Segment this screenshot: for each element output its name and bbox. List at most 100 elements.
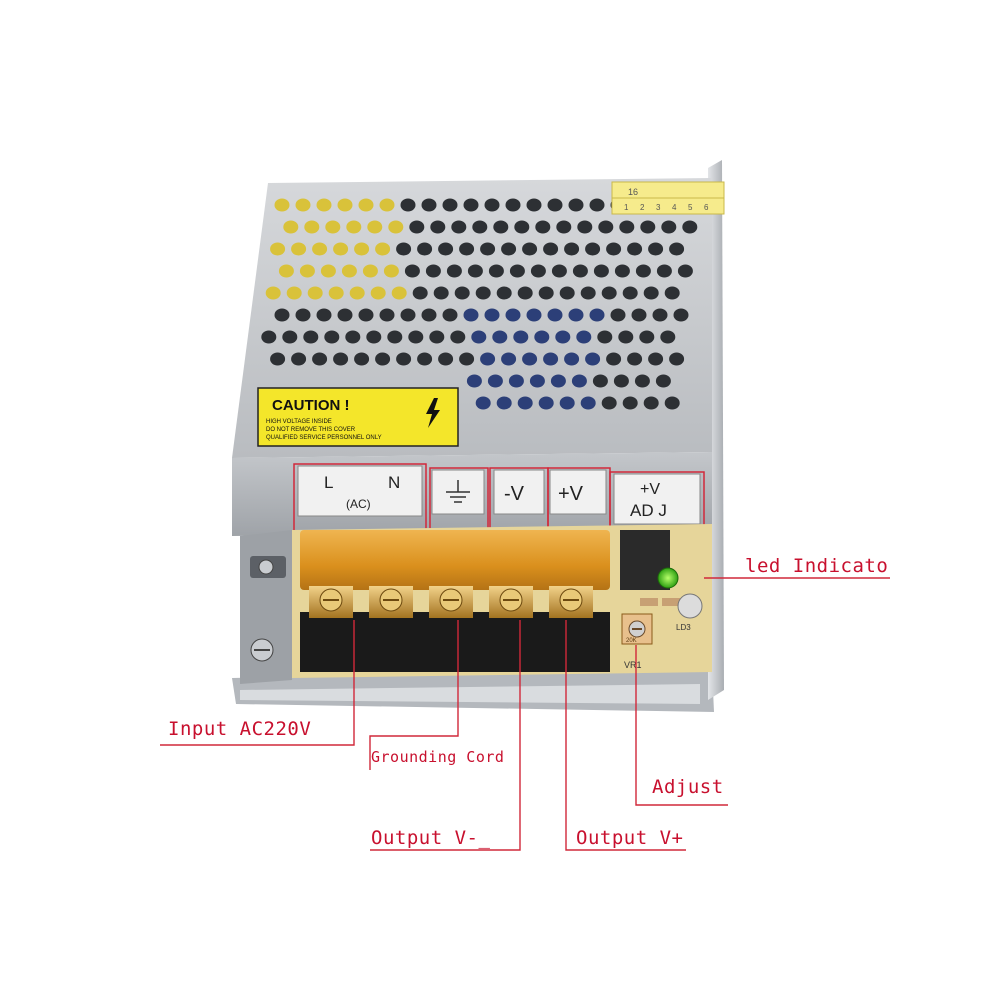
vent-hole <box>501 352 517 366</box>
vent-holes <box>261 198 698 410</box>
vent-hole <box>291 242 307 256</box>
vent-hole <box>261 330 277 344</box>
vent-hole <box>509 264 525 278</box>
vent-hole <box>337 308 353 322</box>
vent-hole <box>664 286 680 300</box>
vent-hole <box>643 396 659 410</box>
vent-hole <box>517 396 533 410</box>
vent-hole <box>472 220 488 234</box>
vent-hole <box>530 264 546 278</box>
vent-hole <box>379 308 395 322</box>
vent-hole <box>529 374 545 388</box>
vent-hole <box>346 220 362 234</box>
vent-hole <box>613 374 629 388</box>
vent-hole <box>480 242 496 256</box>
vent-hole <box>412 286 428 300</box>
vent-hole <box>316 308 332 322</box>
vent-hole <box>408 330 424 344</box>
sticker-top-text: 16 <box>628 187 638 197</box>
vent-hole <box>484 308 500 322</box>
vent-hole <box>547 198 563 212</box>
vent-hole <box>576 330 592 344</box>
vent-hole <box>433 286 449 300</box>
vent-hole <box>383 264 399 278</box>
vent-hole <box>304 220 320 234</box>
vent-hole <box>522 242 538 256</box>
label-ac: (AC) <box>346 497 371 511</box>
base-plate <box>232 668 714 712</box>
vent-hole <box>467 264 483 278</box>
vent-hole <box>400 198 416 212</box>
vent-hole <box>396 242 412 256</box>
vent-hole <box>652 308 668 322</box>
vent-hole <box>585 352 601 366</box>
vent-hole <box>417 352 433 366</box>
vent-hole <box>463 308 479 322</box>
vent-hole <box>640 220 656 234</box>
sticker-number: 1 <box>624 203 629 212</box>
vent-hole <box>354 352 370 366</box>
vent-hole <box>580 396 596 410</box>
vent-hole <box>345 330 361 344</box>
vent-hole <box>487 374 503 388</box>
vent-hole <box>564 242 580 256</box>
vent-hole <box>550 374 566 388</box>
vent-hole <box>475 396 491 410</box>
vent-hole <box>387 330 403 344</box>
vent-hole <box>677 264 693 278</box>
vent-hole <box>571 374 587 388</box>
callout-input-ac220v: Input AC220V <box>168 718 312 740</box>
vent-hole <box>291 352 307 366</box>
vent-hole <box>627 242 643 256</box>
vent-hole <box>442 198 458 212</box>
vent-hole <box>438 352 454 366</box>
vent-hole <box>362 264 378 278</box>
pcb-components: 20K VR1 LD3 <box>620 530 703 670</box>
vent-hole <box>451 220 467 234</box>
label-adj-bottom: AD J <box>630 501 667 520</box>
vent-hole <box>349 286 365 300</box>
vent-hole <box>551 264 567 278</box>
vent-hole <box>585 242 601 256</box>
vent-hole <box>354 242 370 256</box>
caution-label: CAUTION ! HIGH VOLTAGE INSIDE DO NOT REM… <box>257 387 459 447</box>
vent-hole <box>358 308 374 322</box>
vent-hole <box>421 198 437 212</box>
vent-hole <box>283 220 299 234</box>
vent-hole <box>631 308 647 322</box>
ground-icon <box>446 480 470 503</box>
vent-hole <box>634 374 650 388</box>
callout-output-v-minus: Output V-_ <box>371 827 491 849</box>
vent-hole <box>593 264 609 278</box>
vent-hole <box>639 330 655 344</box>
vent-hole <box>366 330 382 344</box>
label-l: L <box>324 473 333 492</box>
vent-hole <box>303 330 319 344</box>
vent-hole <box>610 308 626 322</box>
label-minus-v: -V <box>504 483 525 505</box>
vent-hole <box>475 286 491 300</box>
vent-hole <box>337 198 353 212</box>
callout-grounding-cord: Grounding Cord <box>371 748 505 766</box>
vent-hole <box>535 220 551 234</box>
vent-hole <box>538 286 554 300</box>
vent-hole <box>450 330 466 344</box>
vent-hole <box>333 242 349 256</box>
terminal-block <box>300 530 610 672</box>
vent-hole <box>367 220 383 234</box>
vent-hole <box>559 286 575 300</box>
label-plus-v: +V <box>558 483 584 505</box>
caution-line-1: HIGH VOLTAGE INSIDE <box>266 419 332 425</box>
vent-hole <box>492 330 508 344</box>
vent-hole <box>324 330 340 344</box>
terminal-labels: L N (AC) -V +V +V AD J <box>297 465 701 525</box>
led-indicator <box>677 593 703 619</box>
vent-hole <box>622 396 638 410</box>
vent-hole <box>622 286 638 300</box>
vent-hole <box>404 264 420 278</box>
sticker-number: 6 <box>704 203 709 212</box>
vent-hole <box>265 286 281 300</box>
label-adj-top: +V <box>640 481 660 498</box>
vent-hole <box>660 330 676 344</box>
